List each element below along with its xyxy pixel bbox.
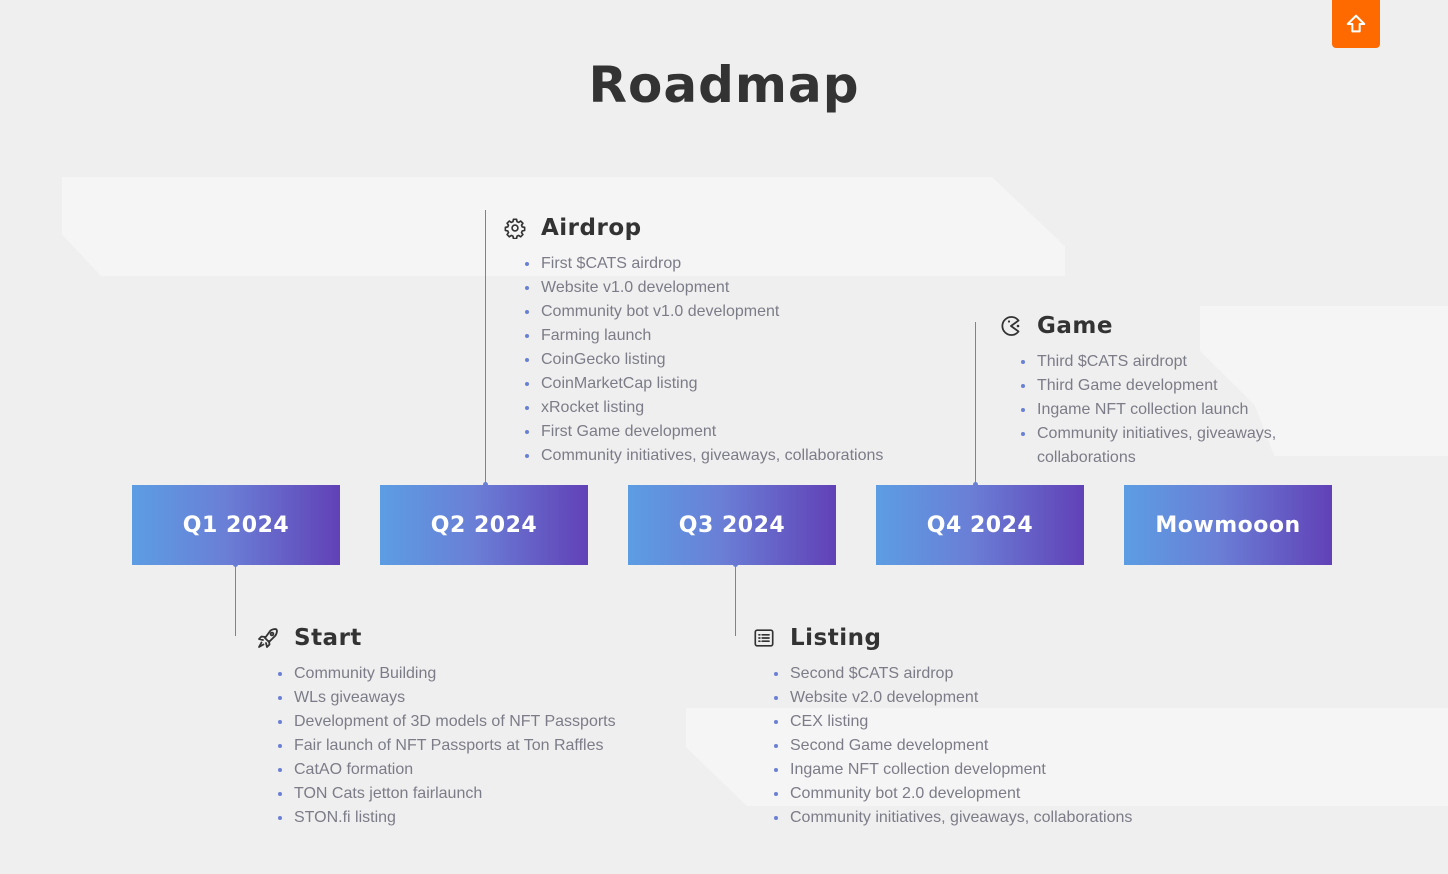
connector-line-q1 xyxy=(235,565,236,636)
list-item: Community bot 2.0 development xyxy=(774,782,1132,806)
connector-dot xyxy=(973,482,978,487)
list-icon xyxy=(752,626,776,650)
background-shape xyxy=(62,177,1065,276)
list-item: Community Building xyxy=(278,662,616,686)
arrow-up-icon xyxy=(1346,14,1366,33)
rocket-icon xyxy=(256,626,280,650)
list-item: Website v1.0 development xyxy=(525,276,883,300)
connector-line-q4 xyxy=(975,322,976,485)
list-item: WLs giveaways xyxy=(278,686,616,710)
quarter-label: Q1 2024 xyxy=(182,512,290,538)
list-item: Website v2.0 development xyxy=(774,686,1132,710)
milestone-title: Start xyxy=(294,625,362,651)
list-item-continuation: collaborations xyxy=(1037,449,1136,466)
quarter-q3[interactable]: Q3 2024 xyxy=(628,485,836,565)
connector-dot xyxy=(483,482,488,487)
quarter-label: Mowmooon xyxy=(1155,512,1301,538)
quarter-mowmooon[interactable]: Mowmooon xyxy=(1124,485,1332,565)
pacman-icon xyxy=(999,314,1023,338)
list-item: CoinGecko listing xyxy=(525,348,883,372)
milestone-header: Airdrop xyxy=(503,210,883,246)
list-item: Community bot v1.0 development xyxy=(525,300,883,324)
list-item: Development of 3D models of NFT Passport… xyxy=(278,710,616,734)
milestone-list: Second $CATS airdrop Website v2.0 develo… xyxy=(752,662,1132,830)
background-shape xyxy=(686,708,1448,806)
milestone-title: Game xyxy=(1037,313,1113,339)
milestone-header: Start xyxy=(256,620,616,656)
quarter-label: Q3 2024 xyxy=(678,512,786,538)
milestone-game: Game Third $CATS airdropt Third Game dev… xyxy=(999,308,1276,470)
list-item: STON.fi listing xyxy=(278,806,616,830)
list-item: xRocket listing xyxy=(525,396,883,420)
milestone-title: Listing xyxy=(790,625,882,651)
milestone-header: Listing xyxy=(752,620,1132,656)
milestone-listing: Listing Second $CATS airdrop Website v2.… xyxy=(752,620,1132,830)
list-item: Third $CATS airdropt xyxy=(1021,350,1276,374)
milestone-start: Start Community Building WLs giveaways D… xyxy=(256,620,616,830)
list-item: Second $CATS airdrop xyxy=(774,662,1132,686)
list-item: Ingame NFT collection launch xyxy=(1021,398,1276,422)
list-item: Fair launch of NFT Passports at Ton Raff… xyxy=(278,734,616,758)
list-item: TON Cats jetton fairlaunch xyxy=(278,782,616,806)
list-item: Community initiatives, giveaways, collab… xyxy=(525,444,883,468)
milestone-list: Community Building WLs giveaways Develop… xyxy=(256,662,616,830)
quarter-q4[interactable]: Q4 2024 xyxy=(876,485,1084,565)
quarter-label: Q2 2024 xyxy=(430,512,538,538)
milestone-title: Airdrop xyxy=(541,215,642,241)
list-item: CEX listing xyxy=(774,710,1132,734)
list-item: Third Game development xyxy=(1021,374,1276,398)
list-item: Farming launch xyxy=(525,324,883,348)
list-item: Community initiatives, giveaways, xyxy=(1021,422,1276,446)
list-item: CoinMarketCap listing xyxy=(525,372,883,396)
list-item: Community initiatives, giveaways, collab… xyxy=(774,806,1132,830)
quarter-q2[interactable]: Q2 2024 xyxy=(380,485,588,565)
list-item: First $CATS airdrop xyxy=(525,252,883,276)
list-item: Ingame NFT collection development xyxy=(774,758,1132,782)
milestone-list: First $CATS airdrop Website v1.0 develop… xyxy=(503,252,883,468)
list-item: First Game development xyxy=(525,420,883,444)
gear-icon xyxy=(503,216,527,240)
connector-line-q2 xyxy=(485,210,486,485)
list-item: Second Game development xyxy=(774,734,1132,758)
quarter-q1[interactable]: Q1 2024 xyxy=(132,485,340,565)
list-item: CatAO formation xyxy=(278,758,616,782)
milestone-list: Third $CATS airdropt Third Game developm… xyxy=(999,350,1276,470)
connector-line-q3 xyxy=(735,565,736,636)
quarter-label: Q4 2024 xyxy=(926,512,1034,538)
page-title: Roadmap xyxy=(588,56,860,114)
scroll-to-top-button[interactable] xyxy=(1332,0,1380,48)
milestone-header: Game xyxy=(999,308,1276,344)
milestone-airdrop: Airdrop First $CATS airdrop Website v1.0… xyxy=(503,210,883,468)
